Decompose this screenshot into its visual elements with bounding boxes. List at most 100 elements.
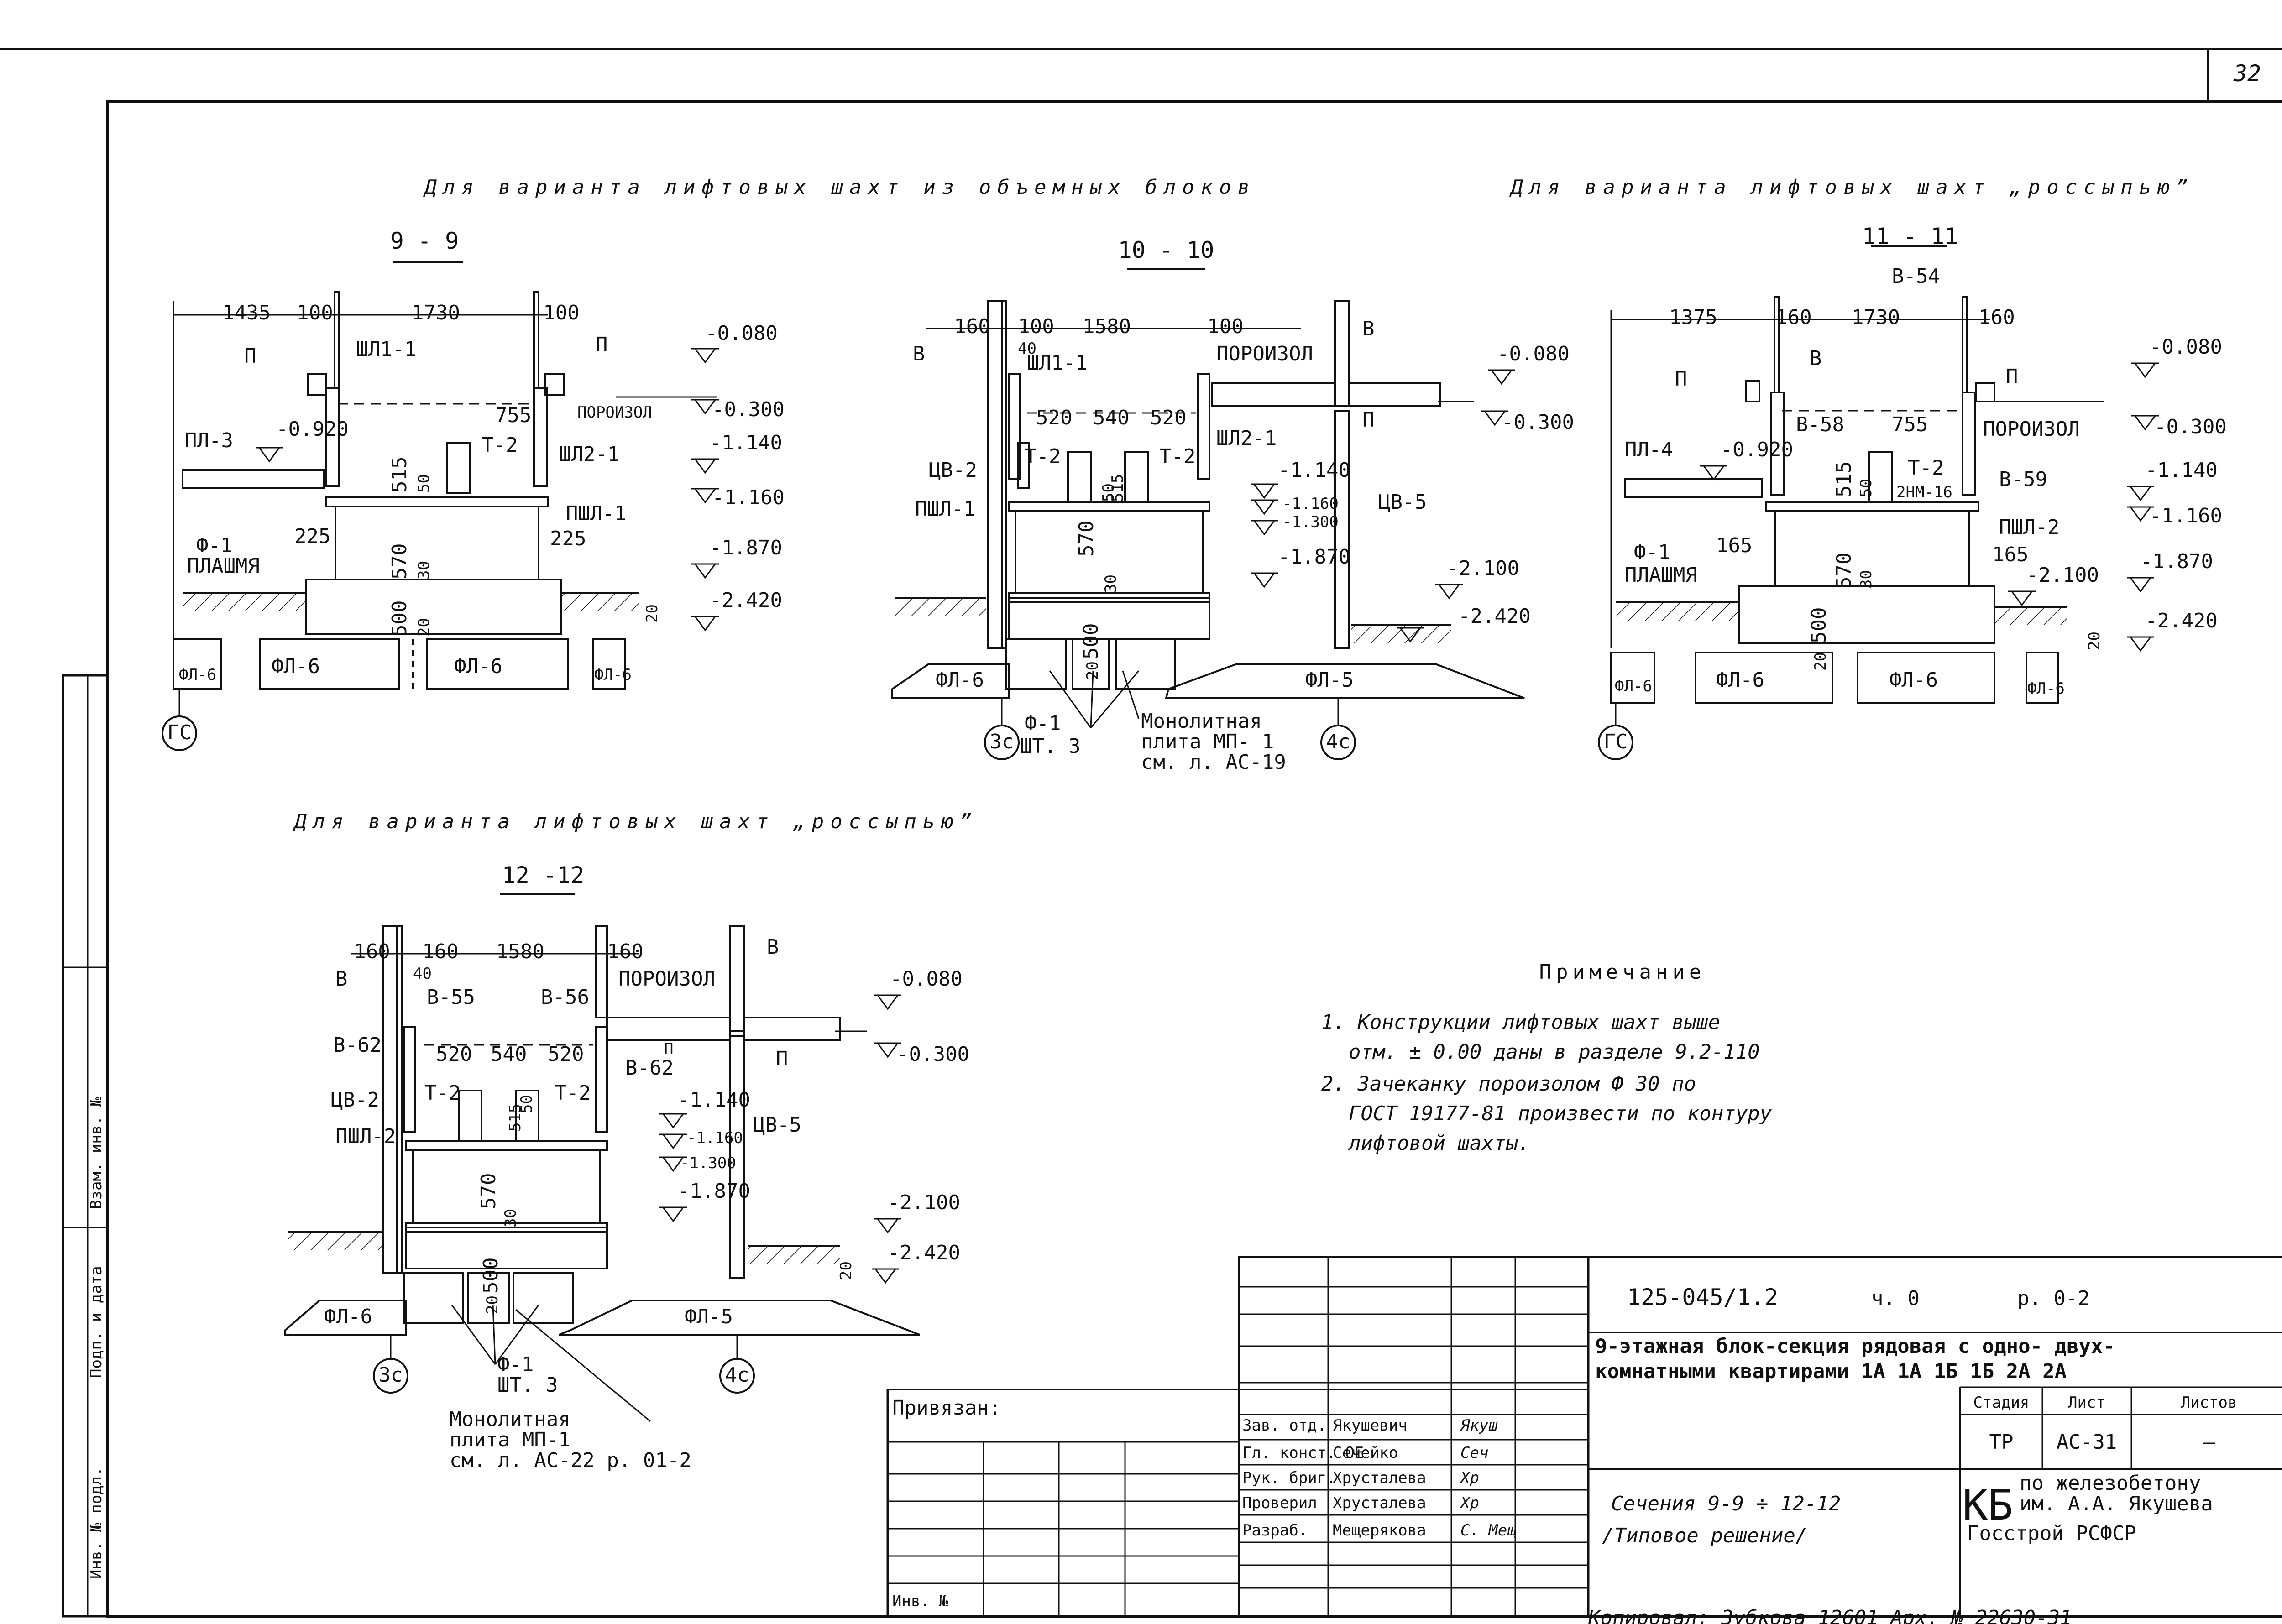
s10-dim-520b: 520 xyxy=(1150,406,1186,429)
s11-axis: ГС xyxy=(1604,730,1628,753)
s12-label-t2b: Т-2 xyxy=(555,1081,591,1105)
s11-label-2nm16: 2НМ-16 xyxy=(1896,483,1952,501)
s9-label-fl6-c: ФЛ-6 xyxy=(179,666,216,684)
sig-role-1: Зав. отд. xyxy=(1242,1416,1326,1435)
s9-dim-20b: 20 xyxy=(643,604,661,623)
s9-label-fl6-b: ФЛ-6 xyxy=(454,655,502,678)
s12-label-pshl2: ПШЛ-2 xyxy=(335,1125,396,1148)
sig-name-4: Хрусталева xyxy=(1333,1494,1426,1512)
s12-title: 12 -12 xyxy=(502,862,585,888)
sig-role-2: Гл. конст. ОЕ xyxy=(1242,1444,1364,1462)
s12-label-sht3: ШТ. 3 xyxy=(497,1373,558,1397)
s9-level-1: -0.080 xyxy=(705,322,778,345)
s10-dim-515: 515 xyxy=(1109,474,1127,502)
s11-label-plashmya: ПЛАШМЯ xyxy=(1625,564,1697,587)
tb-drawing-name-2: /Типовое решение/ xyxy=(1602,1524,1807,1547)
s10-dim-30: 30 xyxy=(1102,574,1120,593)
s10-slab-3: см. л. АС-19 xyxy=(1141,751,1286,774)
tb-sheet-h: Лист xyxy=(2068,1394,2105,1412)
s12-dim-3: 1580 xyxy=(496,940,544,963)
s9-dim-50: 50 xyxy=(415,474,433,493)
title-block-text: 125-045/1.2 ч. 0 р. 0-2 9-этажная блок-с… xyxy=(892,1284,2237,1624)
tb-title-1: 9-этажная блок-секция рядовая с одно- дв… xyxy=(1595,1335,2115,1358)
s9-label-shl11: ШЛ1-1 xyxy=(356,338,416,361)
s12-level-2: -0.300 xyxy=(897,1043,969,1066)
s9-dim-1: 1435 xyxy=(222,301,271,324)
s11-label-poroizol: ПОРОИЗОЛ xyxy=(1983,418,2080,441)
s12-dim-1: 160 xyxy=(354,940,390,963)
s9-title: 9 - 9 xyxy=(390,228,459,254)
sig-name-5: Мещерякова xyxy=(1333,1521,1426,1540)
s9-label-t2: Т-2 xyxy=(482,433,518,457)
s10-label-f1: Ф-1 xyxy=(1025,712,1061,735)
s11-label-fl6c: ФЛ-6 xyxy=(1615,677,1652,695)
s11-level-4: -1.140 xyxy=(2145,459,2218,482)
s12-label-v62a: В-62 xyxy=(333,1034,382,1057)
s10-label-p: П xyxy=(1362,408,1375,432)
s9-label-f1: Ф-1 xyxy=(196,534,232,557)
s9-level-2: -0.300 xyxy=(712,398,785,421)
s9-axis: ГС xyxy=(167,721,192,744)
s12-dim-50: 50 xyxy=(518,1095,536,1113)
s10-dim-520a: 520 xyxy=(1036,406,1072,429)
s9-label-pl3: ПЛ-3 xyxy=(185,429,233,452)
s10-label-cv2: ЦВ-2 xyxy=(929,459,977,482)
s11-label-v59: В-59 xyxy=(1999,468,2047,491)
s12-level-4: -1.160 xyxy=(687,1129,743,1147)
s9-dim-4: 100 xyxy=(543,301,579,324)
tb-copy-line: Копировал: Зубкова 12601 Арх. № 22630-31 xyxy=(1588,1606,2072,1624)
s11-dim-500: 500 xyxy=(1807,607,1831,643)
stamp-podp-data: Подп. и дата xyxy=(87,1266,105,1378)
s9-label-pshl1: ПШЛ-1 xyxy=(566,502,626,525)
section-10-10 xyxy=(891,268,1525,760)
s11-label-v58: В-58 xyxy=(1796,413,1844,436)
s10-slab-2: плита МП- 1 xyxy=(1141,730,1274,753)
sig-sign-1: Якуш xyxy=(1460,1416,1498,1435)
s10-dim-50: 50 xyxy=(1099,483,1118,502)
s12-level-5: -1.300 xyxy=(680,1154,736,1172)
s10-level-4: -1.160 xyxy=(1282,495,1339,513)
stamp-inv-podl: Инв. № подл. xyxy=(87,1467,105,1579)
s10-level-2: -0.300 xyxy=(1502,411,1574,434)
s12-dim-4: 160 xyxy=(607,940,643,963)
s12-dim-570: 570 xyxy=(477,1173,500,1209)
sheet-frame xyxy=(0,48,2282,1618)
s11-level-6: -1.870 xyxy=(2141,550,2213,573)
s11-dim-4: 160 xyxy=(1978,306,2015,329)
s11-dim-165a: 165 xyxy=(1716,534,1752,557)
s12-label-40: 40 xyxy=(413,965,432,983)
s9-dim-225b: 225 xyxy=(550,527,586,550)
section-12-12 xyxy=(284,893,920,1422)
s10-label-v1: В xyxy=(913,342,925,366)
s11-level-2: -0.300 xyxy=(2154,415,2227,439)
tb-sheet-v: АС-31 xyxy=(2057,1431,2117,1454)
s10-label-pshl1: ПШЛ-1 xyxy=(915,497,975,521)
s9-level-4: -1.140 xyxy=(710,431,782,454)
s9-dim-30: 30 xyxy=(415,561,433,580)
s12-dim-520b: 520 xyxy=(548,1043,584,1066)
s12-slab-2: плита МП-1 xyxy=(450,1428,570,1452)
s9-level-6: -1.870 xyxy=(710,536,782,559)
s11-dim-20a: 20 xyxy=(1811,652,1830,671)
sig-name-3: Хрусталева xyxy=(1333,1469,1426,1487)
s12-label-v2: В xyxy=(767,935,779,959)
s12-dim-30: 30 xyxy=(502,1209,520,1227)
tb-org-mark: КБ xyxy=(1963,1481,2013,1530)
tb-sheets-v: — xyxy=(2203,1431,2215,1454)
s10-level-7: -2.100 xyxy=(1447,557,1519,580)
sig-sign-2: Сеч xyxy=(1460,1444,1488,1462)
s12-slab-3: см. л. АС-22 р. 01-2 xyxy=(450,1449,691,1472)
notes-heading: Примечание xyxy=(1539,961,1706,984)
s12-dim-20a: 20 xyxy=(483,1295,502,1314)
s10-label-shl21: ШЛ2-1 xyxy=(1216,427,1277,450)
s9-label-p1: П xyxy=(244,345,256,368)
s9-label-fl6-a: ФЛ-6 xyxy=(272,655,320,678)
s9-dim-515: 515 xyxy=(388,457,411,493)
s11-dim-2: 160 xyxy=(1775,306,1811,329)
tb-org-3: Госстрой РСФСР xyxy=(1967,1522,2136,1545)
s10-title: 10 - 10 xyxy=(1118,237,1214,263)
tb-section: р. 0-2 xyxy=(2017,1287,2090,1310)
s9-level-3: -0.920 xyxy=(276,418,349,441)
s11-level-7: -2.100 xyxy=(2026,564,2099,587)
